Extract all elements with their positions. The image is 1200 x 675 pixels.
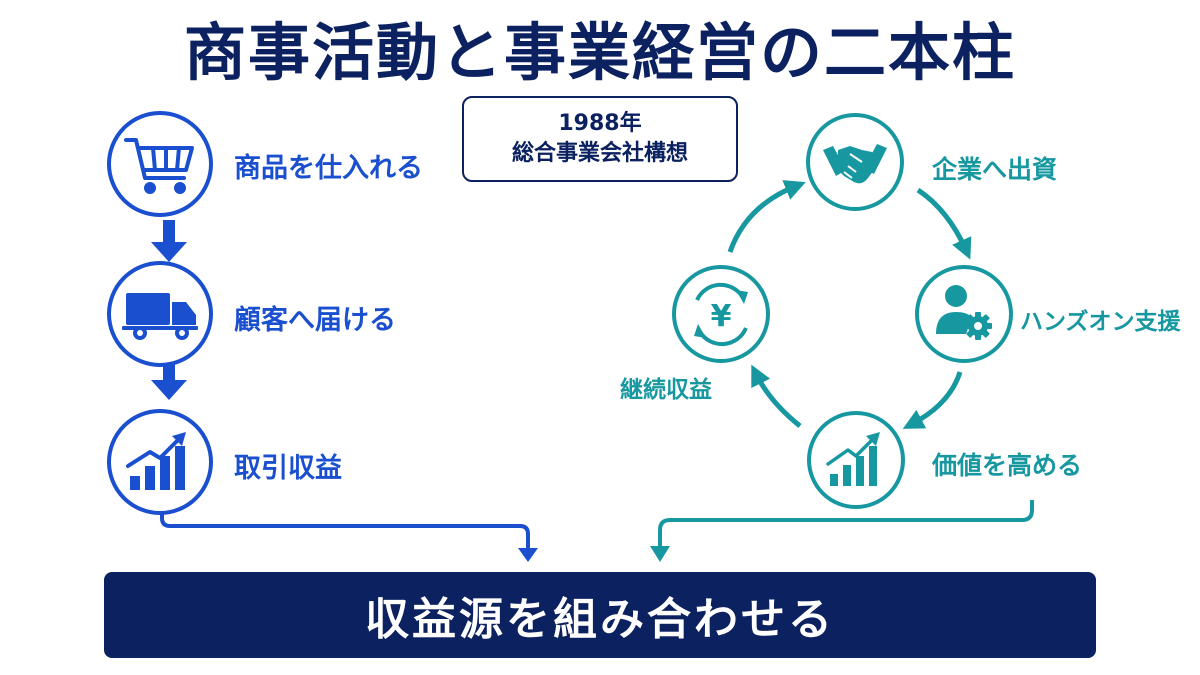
step-circle-truck <box>107 261 213 367</box>
yen-cycle-icon: ¥ <box>694 282 748 347</box>
cycle-label-invest: 企業へ出資 <box>932 155 1058 184</box>
step-circle-chart <box>107 409 213 515</box>
cycle-arrow-bottom-right <box>902 371 963 429</box>
step-label-deliver: 顧客へ届ける <box>234 305 396 336</box>
cycle-circle-person-gear <box>915 265 1013 363</box>
bottom-bar-label: 収益源を組み合わせる <box>365 594 835 645</box>
right-merge-arrow <box>650 500 1034 562</box>
cycle-arrow-top-left <box>727 180 806 253</box>
shopping-cart-icon <box>124 138 194 194</box>
cycle-circle-chart <box>807 411 905 509</box>
cycle-circle-handshake <box>806 113 904 211</box>
handshake-icon <box>823 144 887 184</box>
cycle-circle-yen: ¥ <box>672 265 770 363</box>
concept-badge: 1988年 総合事業会社構想 <box>462 96 738 182</box>
badge-year: 1988年 <box>558 111 642 136</box>
delivery-truck-icon <box>122 293 198 340</box>
growth-chart-icon <box>126 432 186 490</box>
svg-text:¥: ¥ <box>711 299 732 334</box>
cycle-arrow-bottom-left <box>751 364 802 428</box>
cycle-label-raise-value: 価値を高める <box>932 451 1083 480</box>
left-merge-arrow <box>160 513 538 562</box>
cycle-arrow-top-right <box>916 187 972 260</box>
step-circle-cart <box>107 111 213 217</box>
cycle-label-hands-on: ハンズオン支援 <box>1020 309 1181 335</box>
step-label-trade-revenue: 取引収益 <box>234 453 342 484</box>
badge-text: 総合事業会社構想 <box>511 141 688 166</box>
cycle-label-recurring-revenue: 継続収益 <box>620 377 712 403</box>
combined-revenue-bar: 収益源を組み合わせる <box>104 572 1096 658</box>
flow-arrow-1 <box>151 220 187 262</box>
page-title: 商事活動と事業経営の二本柱 <box>183 16 1016 89</box>
person-gear-icon <box>936 285 992 340</box>
growth-chart-icon <box>826 432 880 486</box>
step-label-buy: 商品を仕入れる <box>234 153 423 184</box>
